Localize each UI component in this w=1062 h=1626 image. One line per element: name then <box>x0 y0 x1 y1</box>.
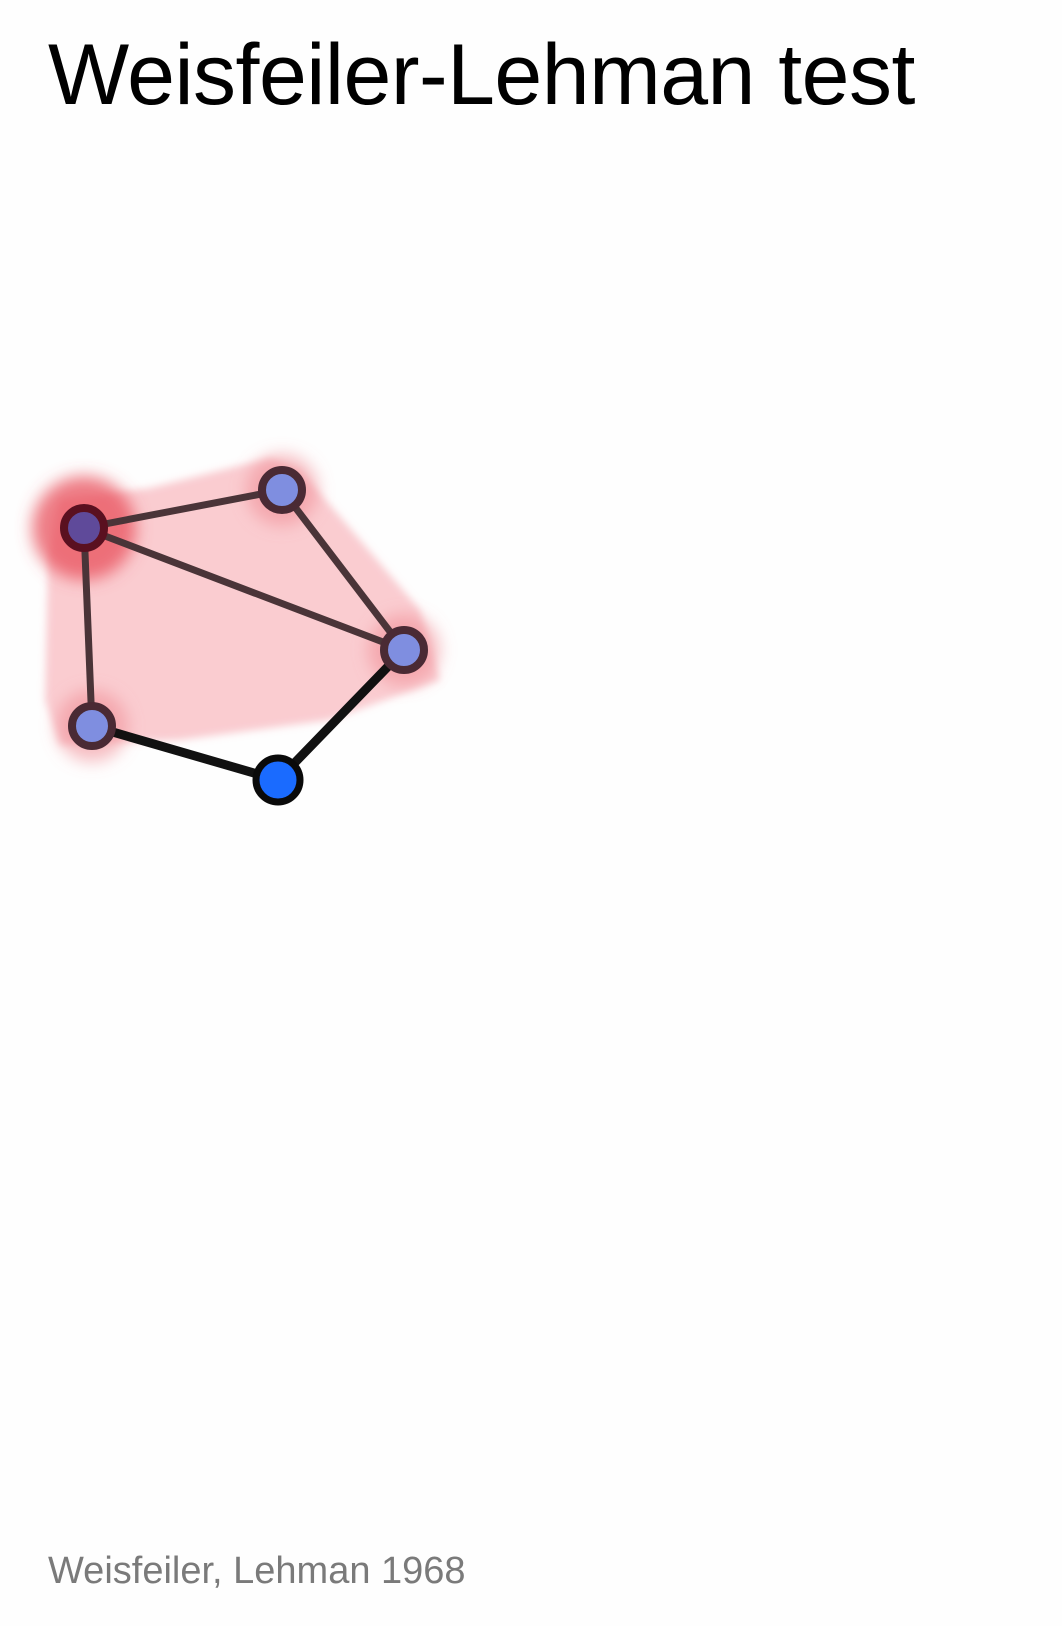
graph-node-n4 <box>68 702 116 750</box>
neighborhood-region <box>45 458 440 745</box>
graph-node-n1 <box>60 504 108 552</box>
graph-node-n3 <box>380 626 428 674</box>
edge-n1-n2 <box>80 486 286 532</box>
edge-n1-n3 <box>80 524 408 654</box>
edge-n1-n4 <box>80 524 96 730</box>
edge-n3-n5 <box>273 645 409 785</box>
slide-title: Weisfeiler-Lehman test <box>48 27 915 123</box>
edge-n4-n5 <box>87 721 283 785</box>
citation: Weisfeiler, Lehman 1968 <box>48 1550 466 1592</box>
graph-node-n2 <box>258 466 306 514</box>
graph-node-n5 <box>252 754 304 806</box>
edge-n2-n3 <box>278 486 408 654</box>
